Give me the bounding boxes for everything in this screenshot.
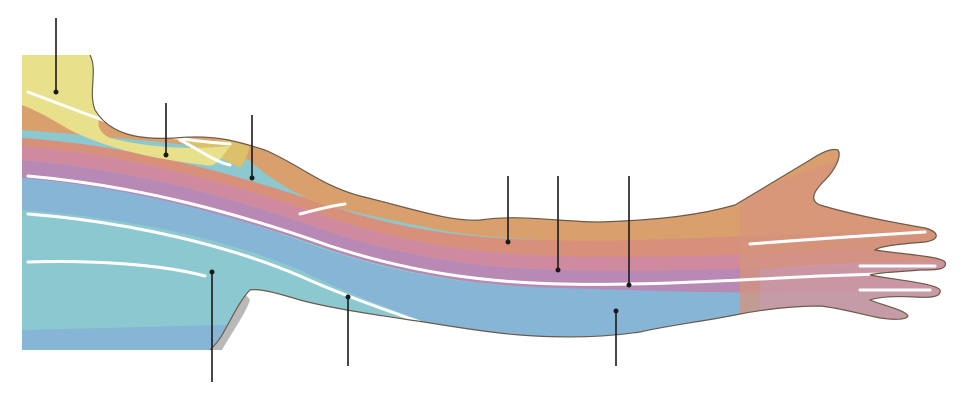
leader-lines [53,18,632,382]
band-c4-yellow [22,55,230,166]
band-t2-teal-inner [22,210,420,330]
leader-forearm-salmon [505,176,511,245]
band-c5-gold [22,80,250,168]
dermatome-boundaries [26,90,937,324]
leader-forearm-blue [613,308,619,366]
leader-neck-yellow [53,18,59,95]
leader-shoulder-yellow [163,103,169,158]
leader-axilla-teal [209,269,215,382]
arm-outline [89,54,946,351]
leader-forearm-pink [555,176,561,273]
band-t1-blue [22,170,946,350]
leader-upperarm-tan [249,115,255,181]
leader-arm-blue [345,294,351,366]
leader-forearm-violet [626,176,632,288]
